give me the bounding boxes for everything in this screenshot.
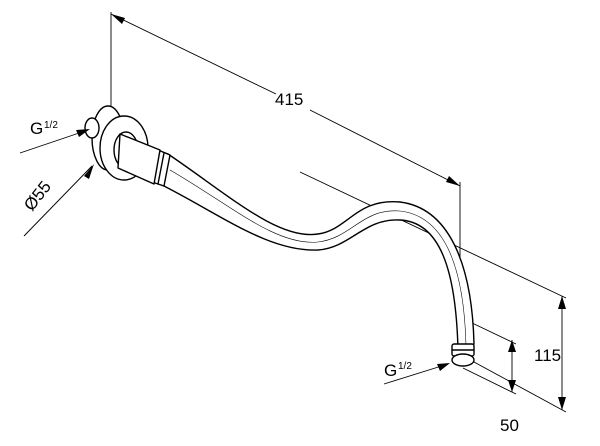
thread-outlet-fraction: 1/2 (398, 361, 412, 372)
callout-thread-outlet: G 1/2 (383, 361, 450, 385)
thread-outlet-prefix: G (384, 361, 397, 380)
callout-thread-inlet: G 1/2 (19, 119, 90, 154)
outlet-fitting (451, 343, 475, 367)
callout-flange-diameter: Ø55 (20, 164, 94, 237)
arm-collar-edge (157, 152, 165, 185)
extension-line-to-50-bottom (462, 367, 517, 395)
arm-tube-centerline (169, 169, 467, 347)
flange-neck (117, 133, 161, 185)
flange-thread-inlet (84, 117, 100, 139)
extension-lines (110, 12, 567, 413)
arrowhead-thread-outlet (437, 363, 450, 371)
arrowhead-thread-inlet (76, 129, 90, 137)
thread-inlet-prefix: G (30, 119, 43, 138)
arrowhead-flange-diameter (84, 164, 94, 179)
dimension-drop: 50 (500, 340, 519, 435)
dimension-label-height: 115 (534, 346, 561, 365)
arrowhead-50-bottom (508, 380, 516, 392)
wall-flange (84, 105, 161, 185)
arrowhead-50-top (508, 340, 516, 352)
shower-arm (117, 135, 475, 351)
dimension-label-drop: 50 (500, 416, 519, 435)
dimension-height: 115 (534, 296, 566, 410)
arrowhead-415-start (111, 14, 125, 24)
arrowhead-115-top (558, 296, 566, 309)
leader-flange-diameter (23, 165, 93, 237)
arrowhead-115-bottom (558, 397, 566, 410)
leader-thread-outlet (383, 363, 449, 385)
outlet-nut-bottom (451, 353, 475, 367)
leader-thread-inlet (19, 129, 89, 154)
dimension-label-length: 415 (275, 90, 303, 109)
extension-line-to-50-top (469, 321, 517, 345)
dimension-line-415-b (309, 109, 461, 187)
thread-inlet-fraction: 1/2 (44, 120, 58, 131)
dimension-length: 415 (110, 13, 461, 187)
arrowhead-415-end (446, 176, 460, 186)
dimension-line-415-a (110, 13, 277, 95)
arm-tube (117, 135, 475, 351)
extension-line-to-115-bottom (473, 361, 567, 413)
